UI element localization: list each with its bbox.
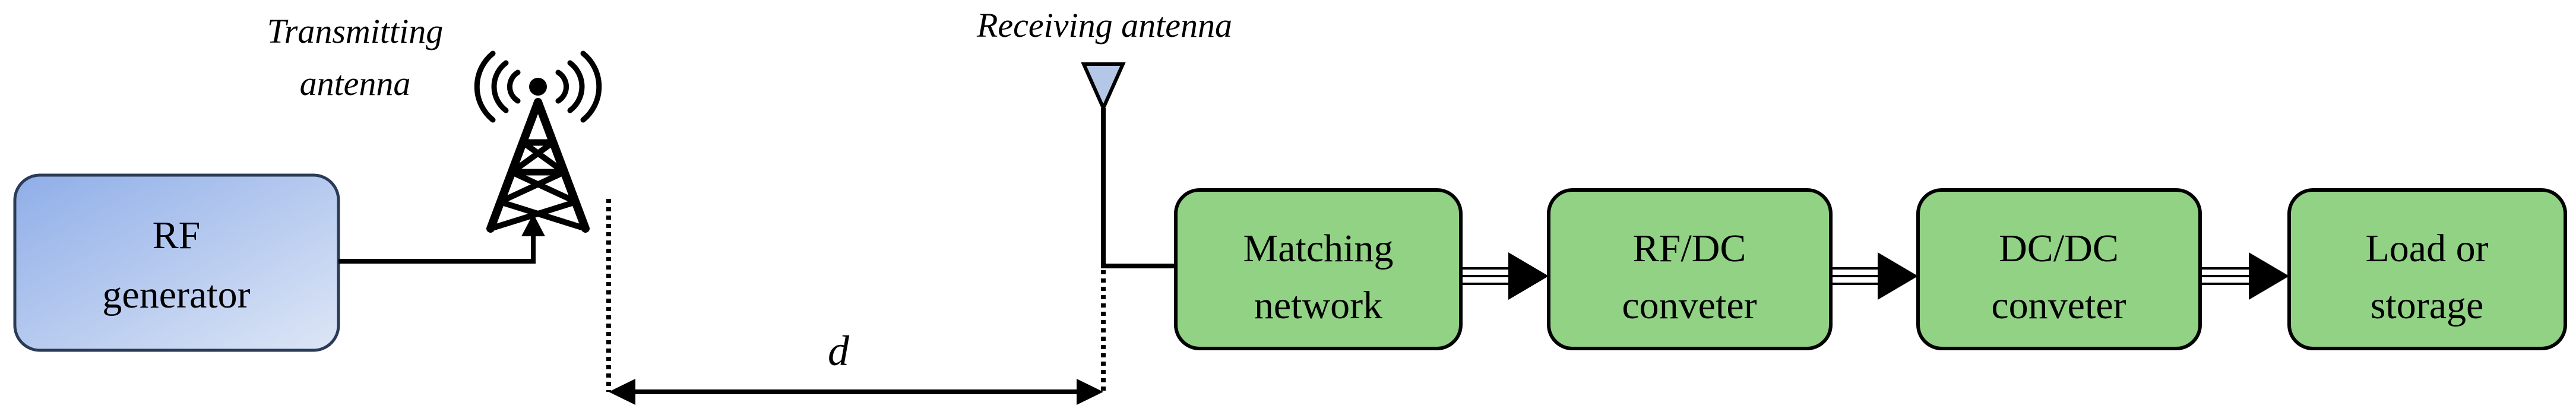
rf-generator-block: RF generator: [13, 173, 340, 352]
dc-dc-label-line2: conveter: [1991, 284, 2126, 327]
dc-dc-label-line1: DC/DC: [1999, 227, 2119, 270]
receiving-antenna-icon: [1081, 62, 1126, 113]
distance-label: d: [828, 327, 850, 375]
load-storage-label-line2: storage: [2371, 284, 2484, 327]
load-storage-label-line1: Load or: [2365, 227, 2488, 270]
arrow-rfdc-to-dcdc: [1831, 252, 1918, 300]
receiving-antenna-feed-line: [1101, 108, 1176, 268]
matching-network-label-line2: network: [1254, 284, 1382, 327]
arrow-dcdc-to-load: [2200, 252, 2289, 300]
load-storage-block: Load or storage: [2287, 188, 2567, 350]
distance-arrowhead-left: [609, 379, 635, 405]
rf-generator-label-line2: generator: [102, 273, 250, 316]
transmitting-antenna-label-line1: Transmitting: [267, 12, 444, 50]
generator-feed-line: [338, 235, 536, 264]
arrow-matching-to-rfdc: [1461, 252, 1549, 300]
dc-dc-converter-block: DC/DC conveter: [1916, 188, 2202, 350]
rf-dc-label-line1: RF/DC: [1633, 227, 1746, 270]
feed-arrowhead: [521, 214, 545, 236]
rf-dc-label-line2: conveter: [1622, 284, 1757, 327]
matching-network-block: Matching network: [1174, 188, 1463, 350]
tower-top-dot: [529, 78, 547, 96]
transmitting-tower-icon: [474, 50, 602, 233]
rf-dc-converter-block: RF/DC conveter: [1547, 188, 1833, 350]
transmitting-antenna-label-line2: antenna: [300, 64, 411, 103]
rf-generator-label-line1: RF: [153, 214, 201, 257]
distance-arrowhead-right: [1077, 379, 1103, 405]
matching-network-label-line1: Matching: [1243, 227, 1394, 270]
receiving-antenna-label: Receiving antenna: [976, 6, 1232, 45]
